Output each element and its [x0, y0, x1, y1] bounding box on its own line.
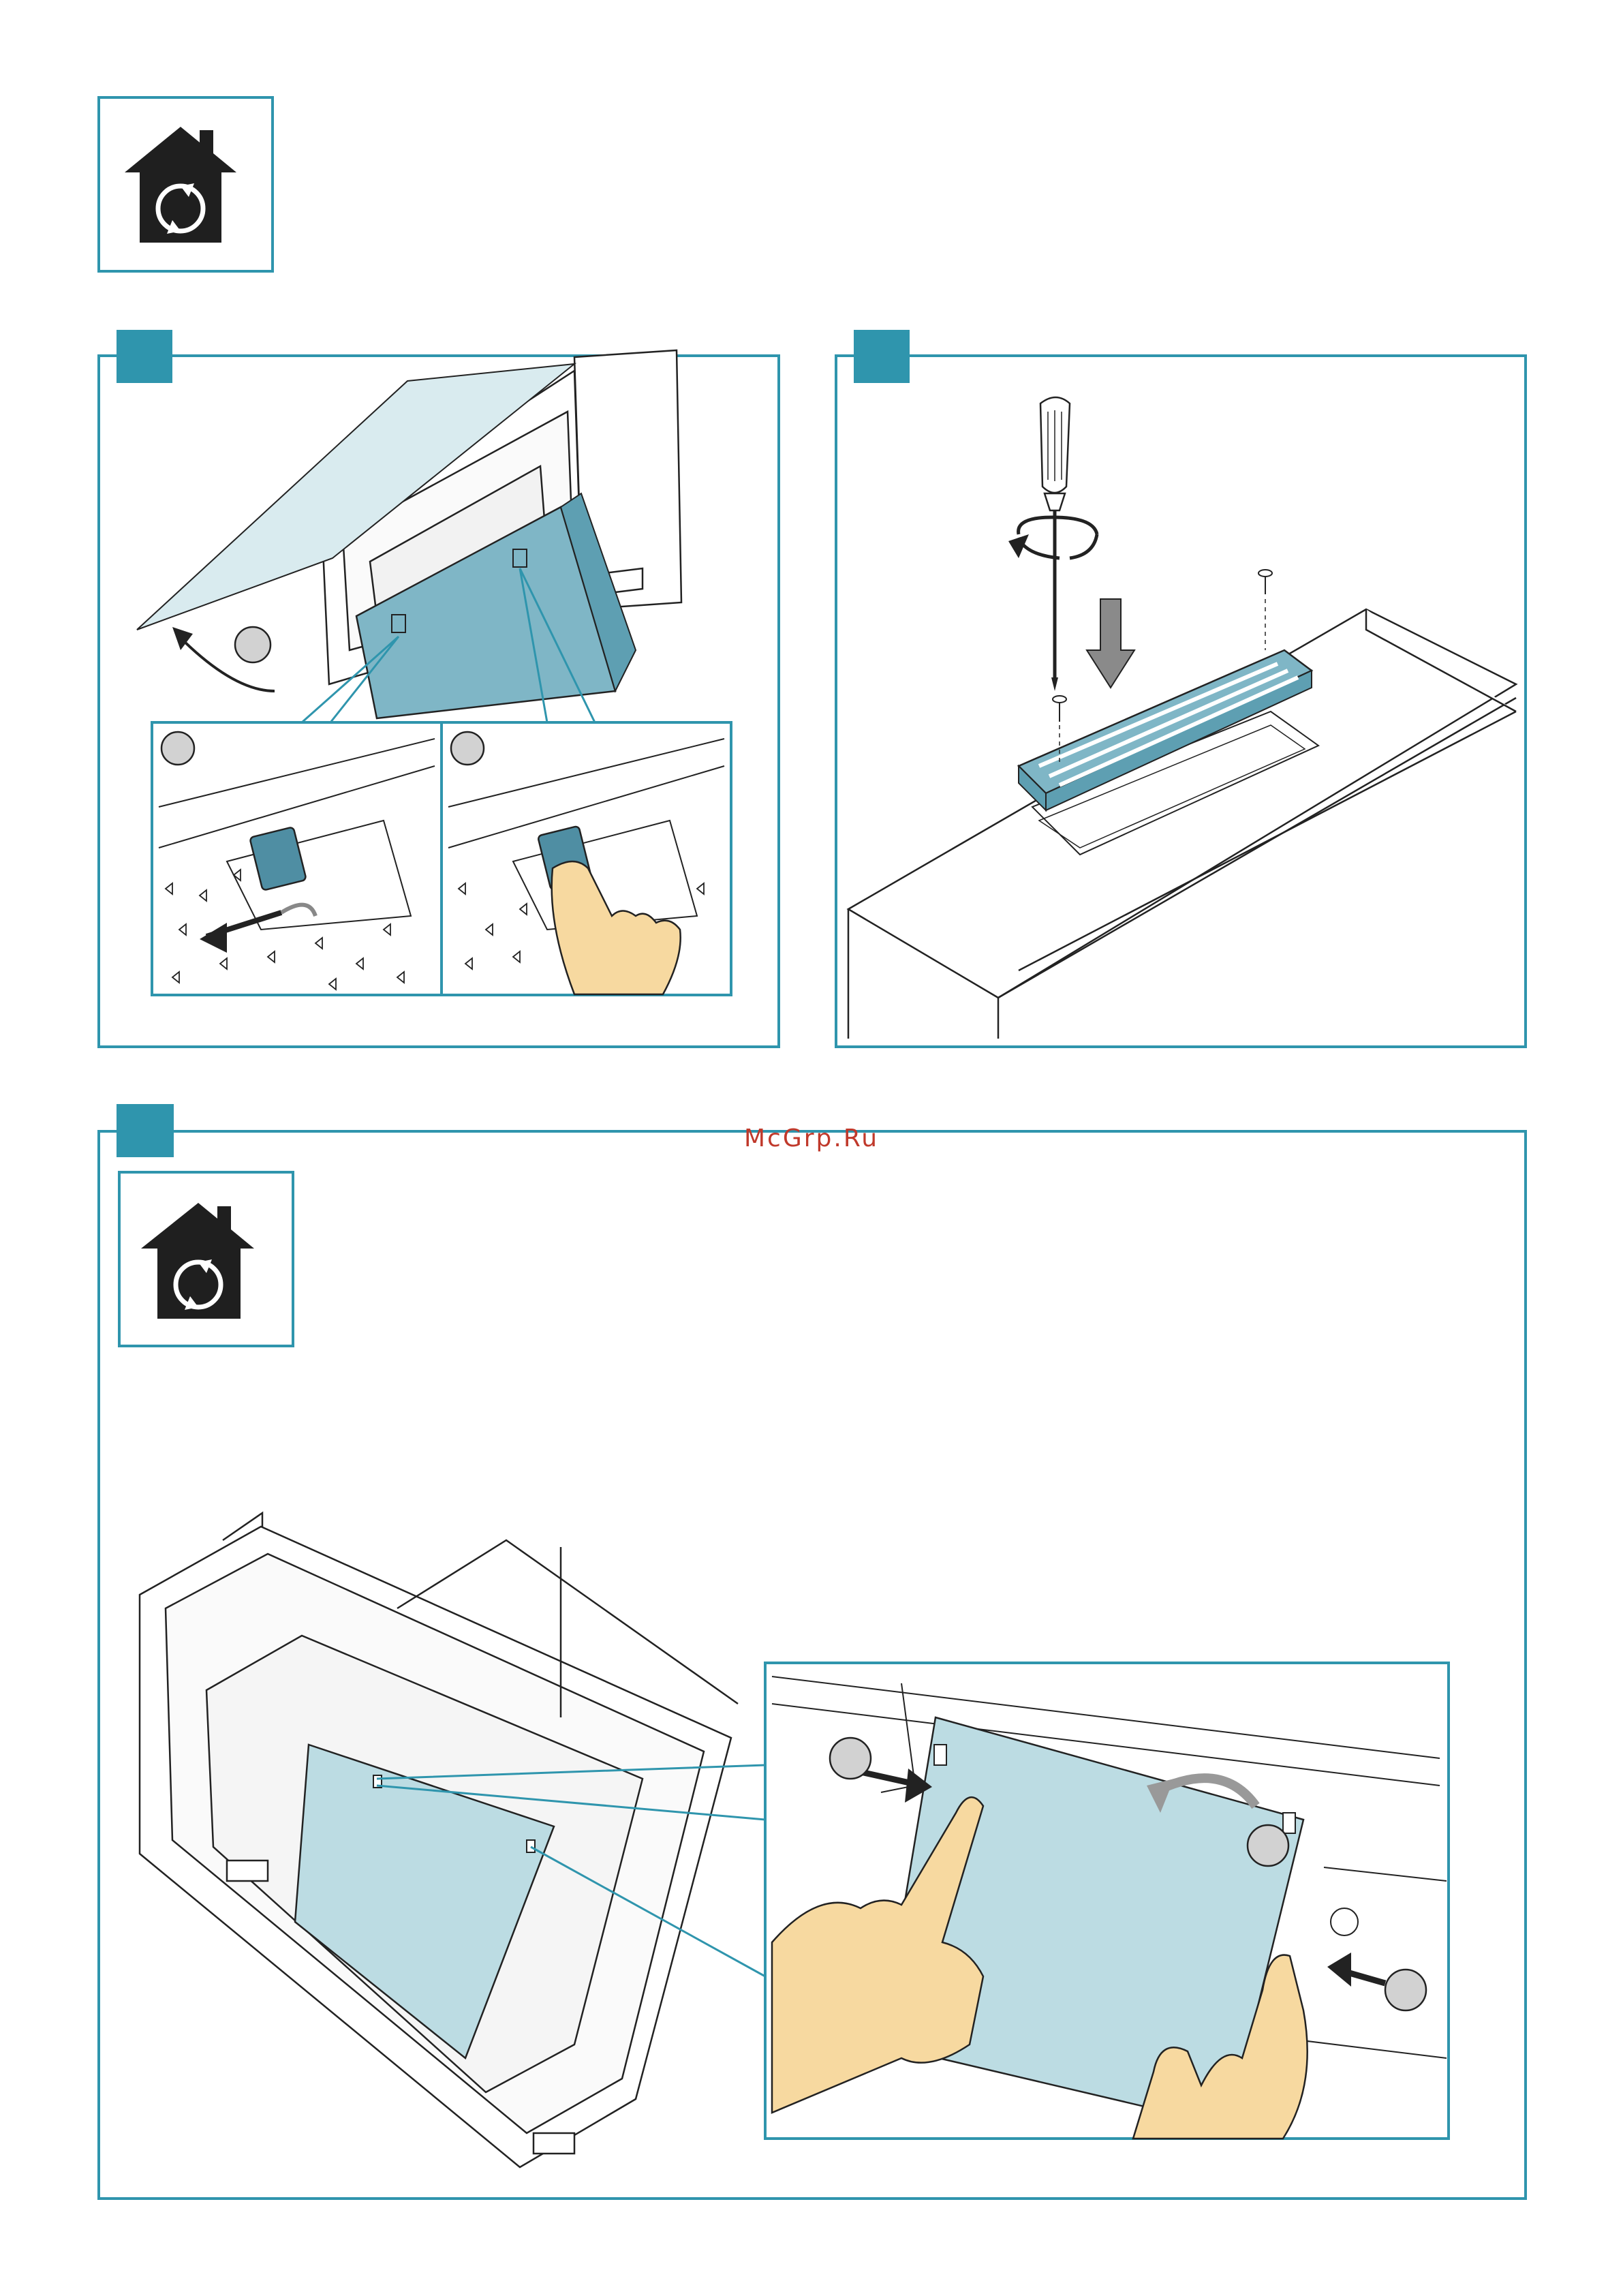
step-number-tab [854, 330, 910, 383]
detail-fit-filter [765, 1663, 1449, 2139]
home-rotate-icon [119, 1172, 293, 1346]
step-panel-3 [97, 1104, 1527, 2200]
watermark-text: McGrp.Ru [0, 1124, 1623, 1152]
step-panel-2 [835, 330, 1527, 1048]
detail-release-clip [152, 722, 442, 995]
detail-press-clip [442, 722, 731, 995]
step-number-tab [117, 330, 172, 383]
step-circle [235, 627, 270, 662]
home-care-icon-box [97, 96, 274, 273]
step-circle [830, 1738, 871, 1779]
step-panel-1 [97, 330, 780, 1048]
step-circle [1385, 1970, 1426, 2010]
home-rotate-icon [97, 96, 274, 273]
step-circle [1248, 1825, 1288, 1866]
